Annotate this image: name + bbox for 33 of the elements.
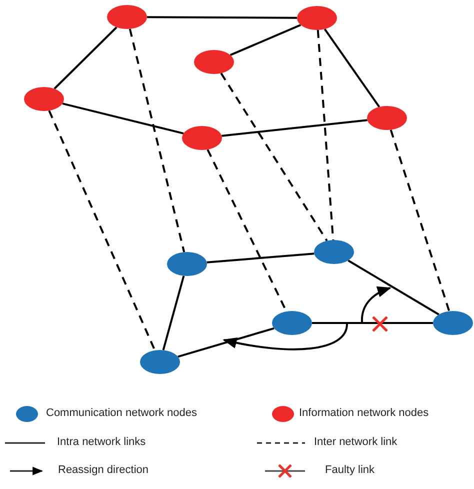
inter-network-link xyxy=(128,28,186,252)
intra-network-link xyxy=(206,252,314,264)
information-node xyxy=(297,6,337,30)
inter-network-link xyxy=(390,129,450,312)
intra-network-link xyxy=(178,327,274,358)
inter-network-link xyxy=(220,72,328,242)
intra-network-link xyxy=(324,28,380,108)
communication-node xyxy=(140,350,180,374)
communication-node xyxy=(433,311,473,335)
information-node xyxy=(367,106,407,130)
legend-label: Information network nodes xyxy=(299,407,429,419)
legend-label: Inter network link xyxy=(314,436,398,448)
intra-network-link xyxy=(230,24,302,56)
legend-label: Communication network nodes xyxy=(46,407,198,419)
legend-label: Reassign direction xyxy=(58,464,148,476)
intra-network-link xyxy=(312,322,433,324)
intra-network-link xyxy=(162,276,185,350)
inter-network-link xyxy=(48,110,156,351)
inter-network-link xyxy=(316,30,334,240)
information-node xyxy=(182,126,222,150)
intra-network-link xyxy=(54,26,118,90)
communication-node xyxy=(314,240,354,264)
information-node xyxy=(194,50,234,74)
intra-network-link xyxy=(147,16,297,19)
intra-network-link xyxy=(222,119,368,137)
information-node xyxy=(107,5,147,29)
intra-network-link xyxy=(62,102,184,134)
information-node xyxy=(24,87,64,111)
communication-node xyxy=(272,311,312,335)
legend-label: Faulty link xyxy=(325,464,375,476)
intra-network-link xyxy=(348,260,440,316)
legend-label: Intra network links xyxy=(57,436,146,448)
communication-node xyxy=(167,252,207,276)
